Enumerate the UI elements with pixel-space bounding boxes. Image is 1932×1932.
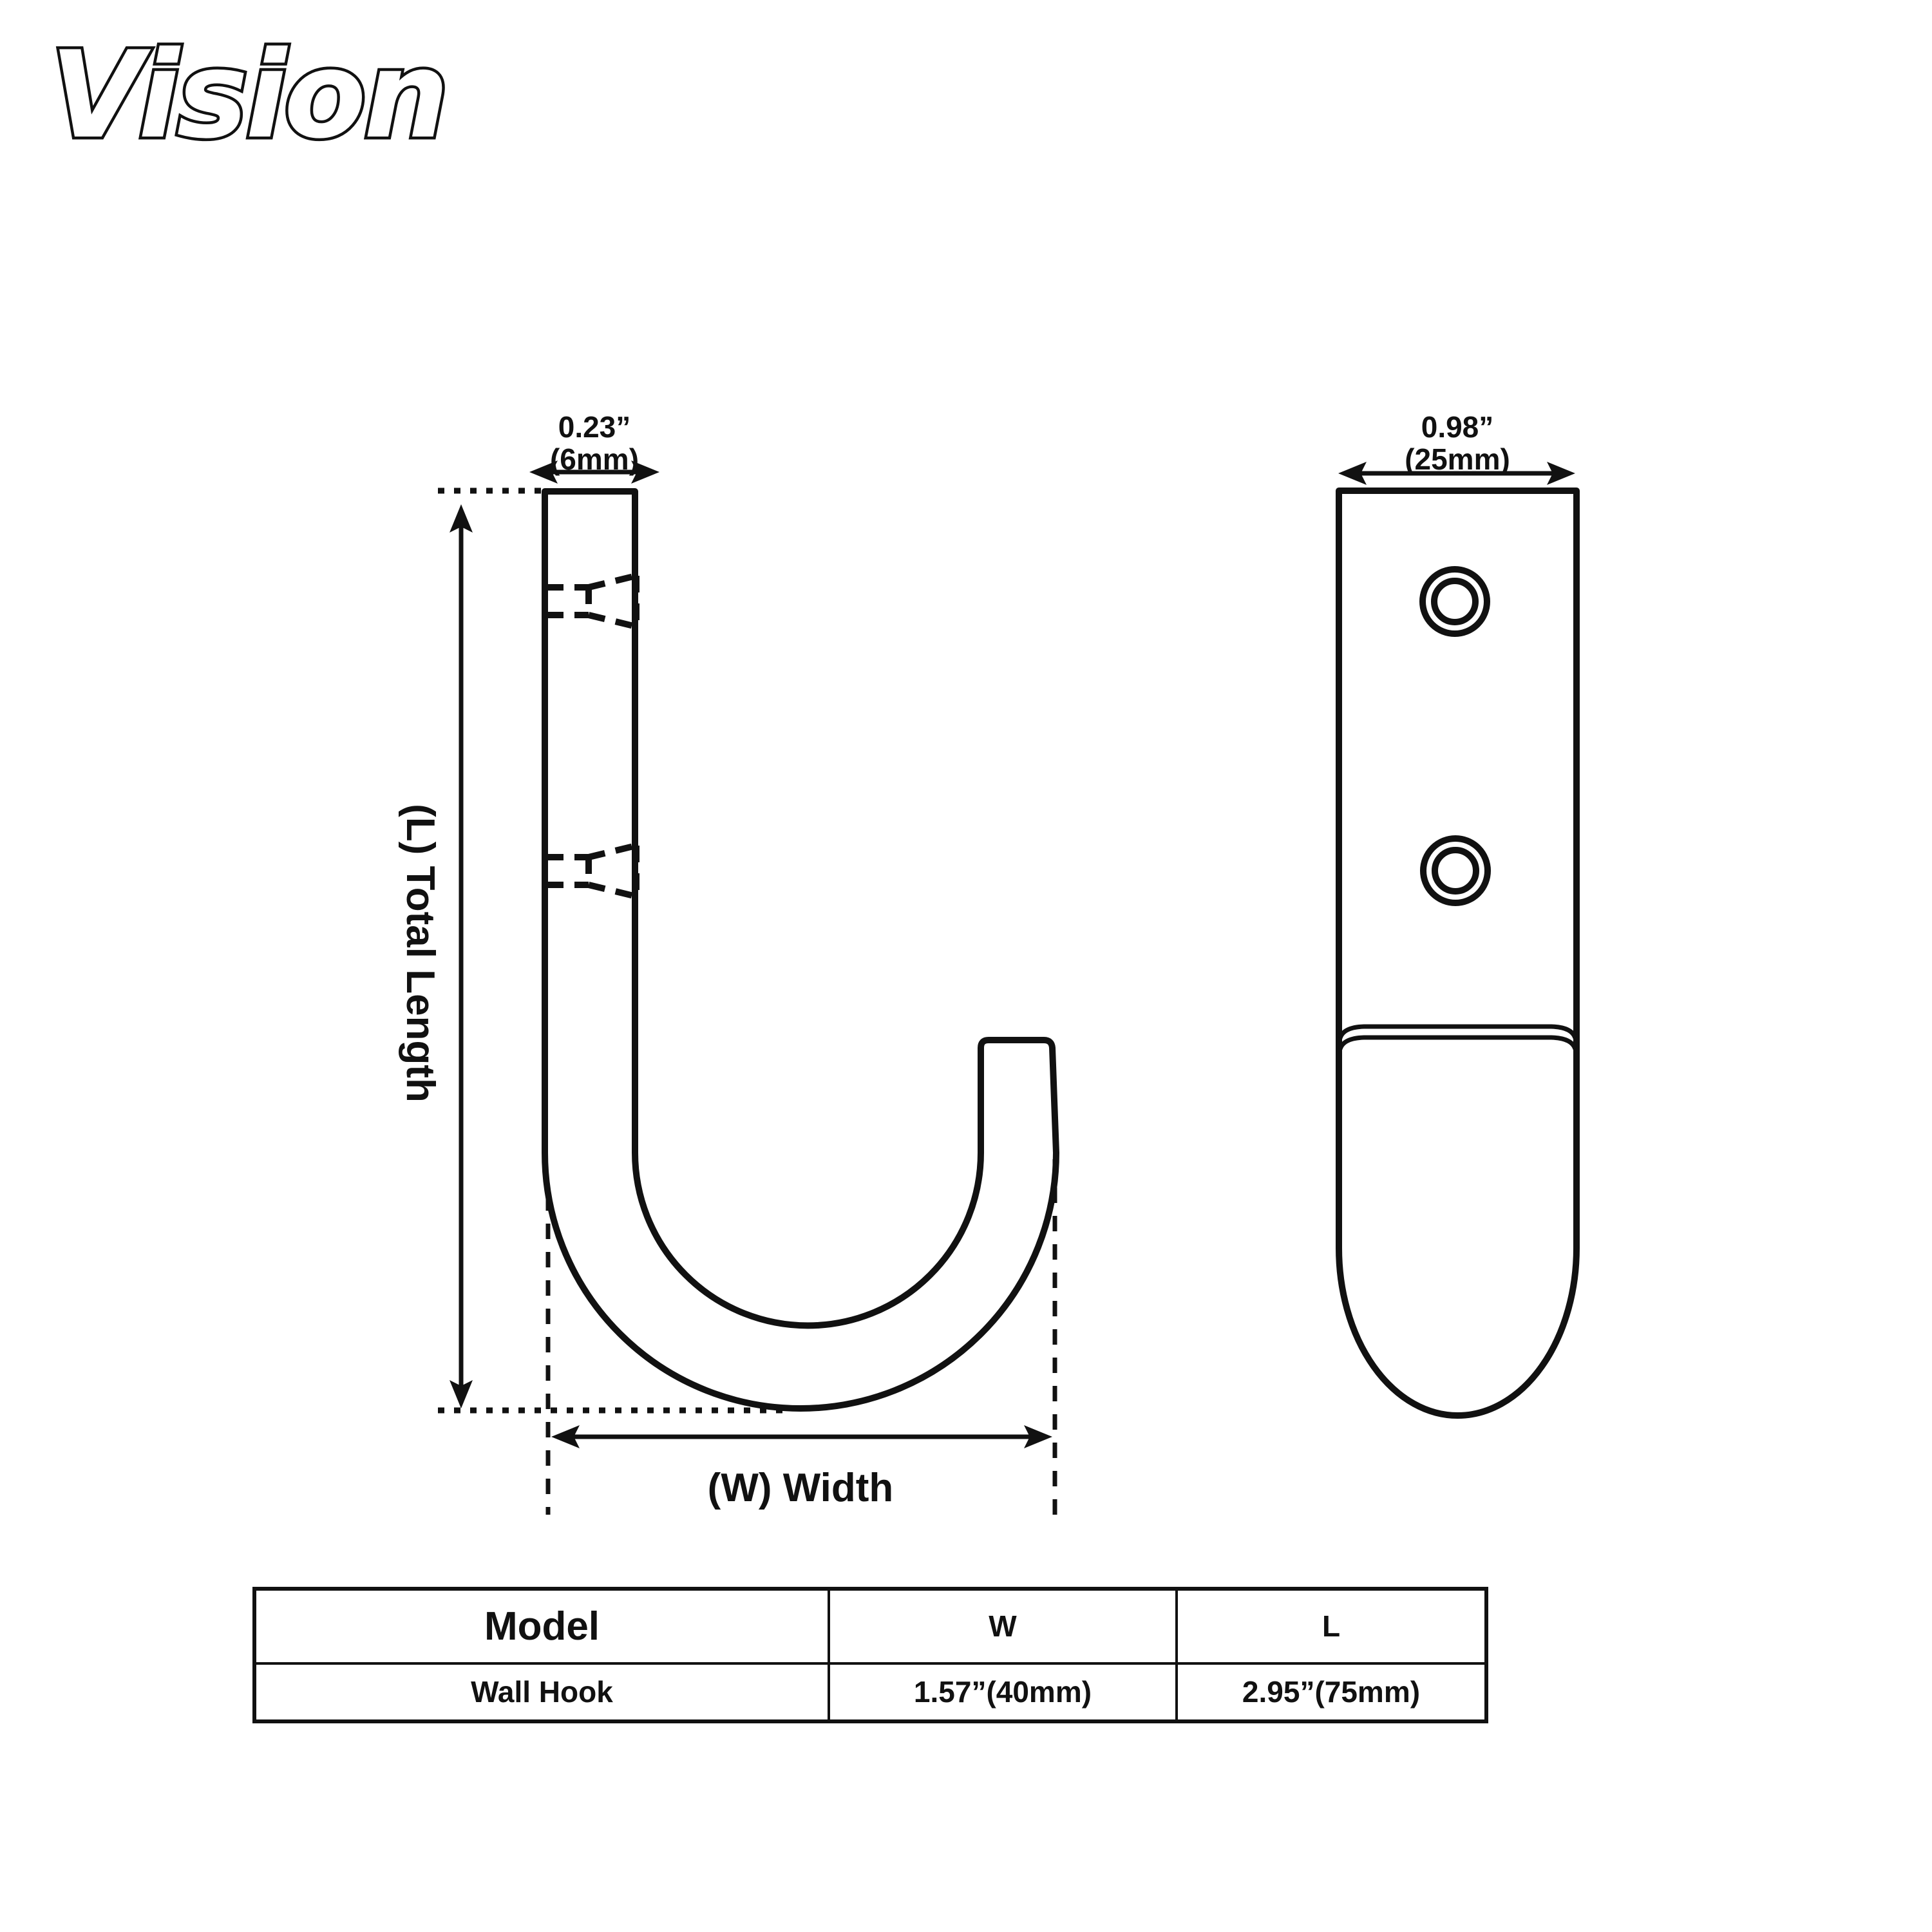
header-cell-model: Model [253,1587,830,1665]
bend-line-lower [1338,1035,1578,1050]
spec-table-data-row: Wall Hook 1.57”(40mm) 2.95”(75mm) [253,1662,1488,1723]
arrowhead-left-icon [551,1425,580,1448]
screw-hole-bottom [1420,835,1491,906]
screw-hole-top [1419,566,1490,637]
total-length-label: (L) Total Length [398,804,442,1103]
cell-width-value: 1.57”(40mm) [828,1662,1178,1723]
plate-width-inches-label: 0.98” [1421,410,1494,444]
hook-side-view [438,460,1059,1515]
thickness-dimension [529,460,659,484]
thickness-mm-label: (6mm) [549,442,639,476]
arrowhead-down-icon [450,1380,473,1408]
arrowhead-up-icon [450,504,473,533]
vision-logo-text: Vision [50,25,446,165]
header-cell-w: W [828,1587,1178,1665]
width-label: (W) Width [707,1466,894,1510]
width-dimension [545,1159,1057,1515]
vision-logo: Vision [48,23,452,168]
arrowhead-right-icon [1024,1425,1052,1448]
break-mark-lower [547,842,639,900]
spec-table-header-row: Model W L [253,1587,1488,1665]
plate-width-dimension [1338,462,1575,485]
bend-line-upper [1338,1024,1578,1039]
header-cell-l: L [1175,1587,1488,1665]
arrowhead-left-icon [529,460,558,484]
arrowhead-right-icon [631,460,659,484]
hook-side-outline [542,488,1059,1412]
spec-table: Model W L Wall Hook 1.57”(40mm) 2.95”(75… [252,1587,1488,1723]
arrowhead-right-icon [1547,462,1575,485]
break-mark-upper [547,573,639,630]
front-view-outline [1336,488,1580,1419]
cell-model-name: Wall Hook [253,1662,830,1723]
cell-length-value: 2.95”(75mm) [1175,1662,1488,1723]
thickness-inches-label: 0.23” [558,410,631,444]
arrowhead-left-icon [1338,462,1367,485]
total-length-dimension [438,488,782,1414]
hook-front-view [1336,462,1580,1419]
plate-width-mm-label: (25mm) [1405,442,1510,476]
